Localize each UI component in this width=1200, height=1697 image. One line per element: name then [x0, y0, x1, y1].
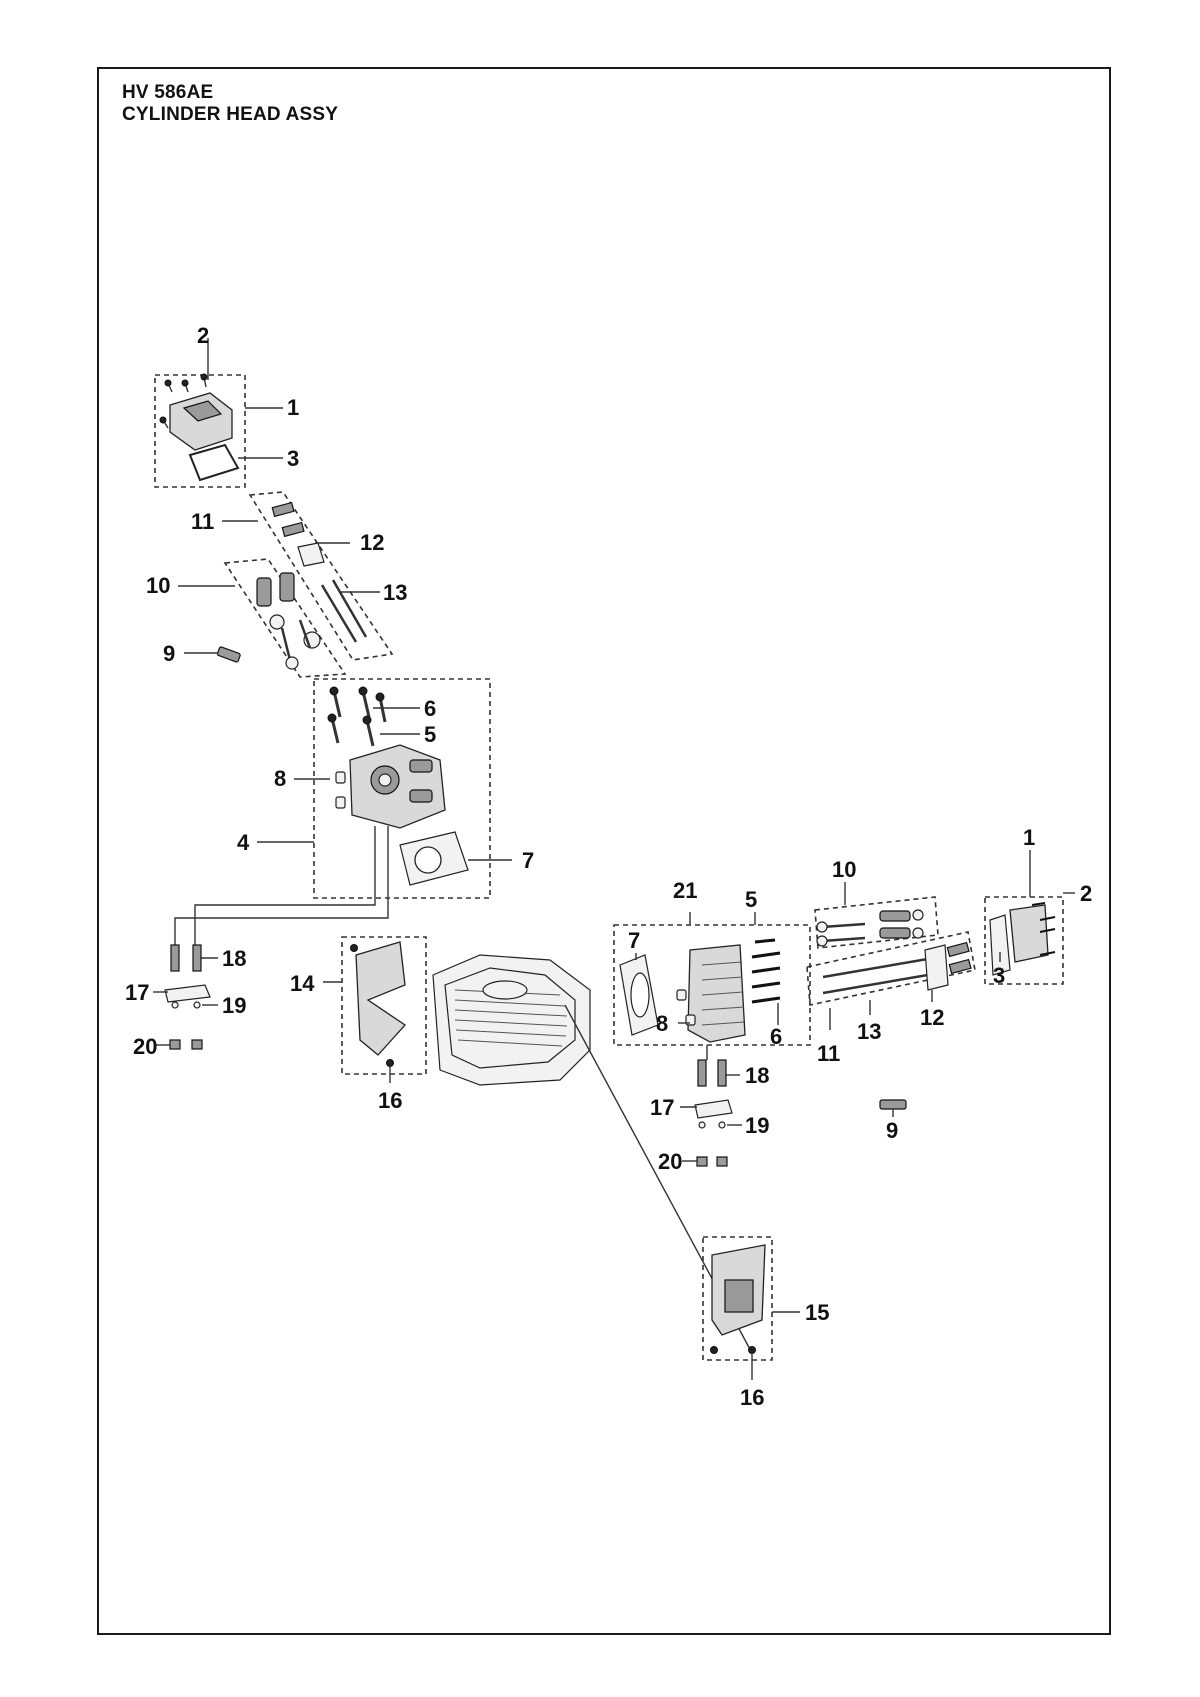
- cover-screws-left: [159, 373, 208, 429]
- engine-block: [432, 954, 753, 1354]
- model-title: HV 586AE: [122, 82, 214, 103]
- rocker-group-right: [806, 931, 976, 1030]
- label-right-17: 17: [650, 1095, 674, 1120]
- cylinder-head-group-right: [613, 912, 811, 1060]
- label-right-8: 8: [656, 1011, 668, 1036]
- assembly-title: CYLINDER HEAD ASSY: [122, 104, 339, 125]
- spark-plug-left: [184, 646, 241, 663]
- stud-group-right: [680, 1059, 742, 1167]
- label-left-3: 3: [287, 446, 299, 471]
- valve-spring-group-right: [814, 882, 939, 949]
- valve-cover-group-left: [154, 338, 283, 488]
- label-left-6: 6: [424, 696, 436, 721]
- label-right-10: 10: [832, 857, 856, 882]
- stud-group-left: [153, 944, 218, 1050]
- label-left-5: 5: [424, 722, 436, 747]
- label-right-3: 3: [993, 963, 1005, 988]
- label-right-19: 19: [745, 1113, 769, 1138]
- head-bolts-right: [751, 938, 781, 1004]
- air-baffle-right: [702, 1236, 800, 1380]
- label-right-15: 15: [805, 1300, 829, 1325]
- label-left-7: 7: [522, 848, 534, 873]
- spark-plug-right: [879, 1099, 907, 1117]
- label-right-7: 7: [628, 928, 640, 953]
- label-right-12: 12: [920, 1005, 944, 1030]
- label-left-13: 13: [383, 580, 407, 605]
- label-right-13: 13: [857, 1019, 881, 1044]
- air-baffle-left: [323, 936, 427, 1083]
- valve-spring-group-left: [178, 558, 347, 678]
- label-left-19: 19: [222, 993, 246, 1018]
- label-left-11: 11: [191, 509, 214, 534]
- label-right-11: 11: [817, 1041, 840, 1066]
- cylinder-head-group-left: [174, 678, 512, 945]
- label-right-20: 20: [658, 1149, 682, 1174]
- rocker-group-left: [222, 491, 394, 661]
- label-right-16: 16: [740, 1385, 764, 1410]
- label-right-2: 2: [1080, 881, 1092, 906]
- label-right-5: 5: [745, 887, 757, 912]
- cover-gasket: [188, 443, 240, 482]
- label-left-16: 16: [378, 1088, 402, 1113]
- callout-labels: 2 1 3 11 12 10 13 9 6 5 8 4 7 18 17 19 2…: [125, 323, 1092, 1410]
- label-left-4: 4: [237, 830, 250, 855]
- label-right-18: 18: [745, 1063, 769, 1088]
- label-right-6: 6: [770, 1024, 782, 1049]
- valve-cover-group-right: [984, 850, 1075, 985]
- label-left-2: 2: [197, 323, 209, 348]
- label-left-17: 17: [125, 980, 149, 1005]
- label-left-18: 18: [222, 946, 246, 971]
- page-border: [97, 67, 1111, 1635]
- label-right-21: 21: [673, 878, 697, 903]
- label-left-8: 8: [274, 766, 286, 791]
- label-right-1: 1: [1023, 825, 1035, 850]
- label-left-9: 9: [163, 641, 175, 666]
- label-left-10: 10: [146, 573, 170, 598]
- head-bolts-left: [327, 686, 387, 747]
- label-left-14: 14: [290, 971, 315, 996]
- valve-cover: [169, 392, 233, 451]
- label-left-12: 12: [360, 530, 384, 555]
- label-left-20: 20: [133, 1034, 157, 1059]
- label-left-1: 1: [287, 395, 299, 420]
- label-right-9: 9: [886, 1118, 898, 1143]
